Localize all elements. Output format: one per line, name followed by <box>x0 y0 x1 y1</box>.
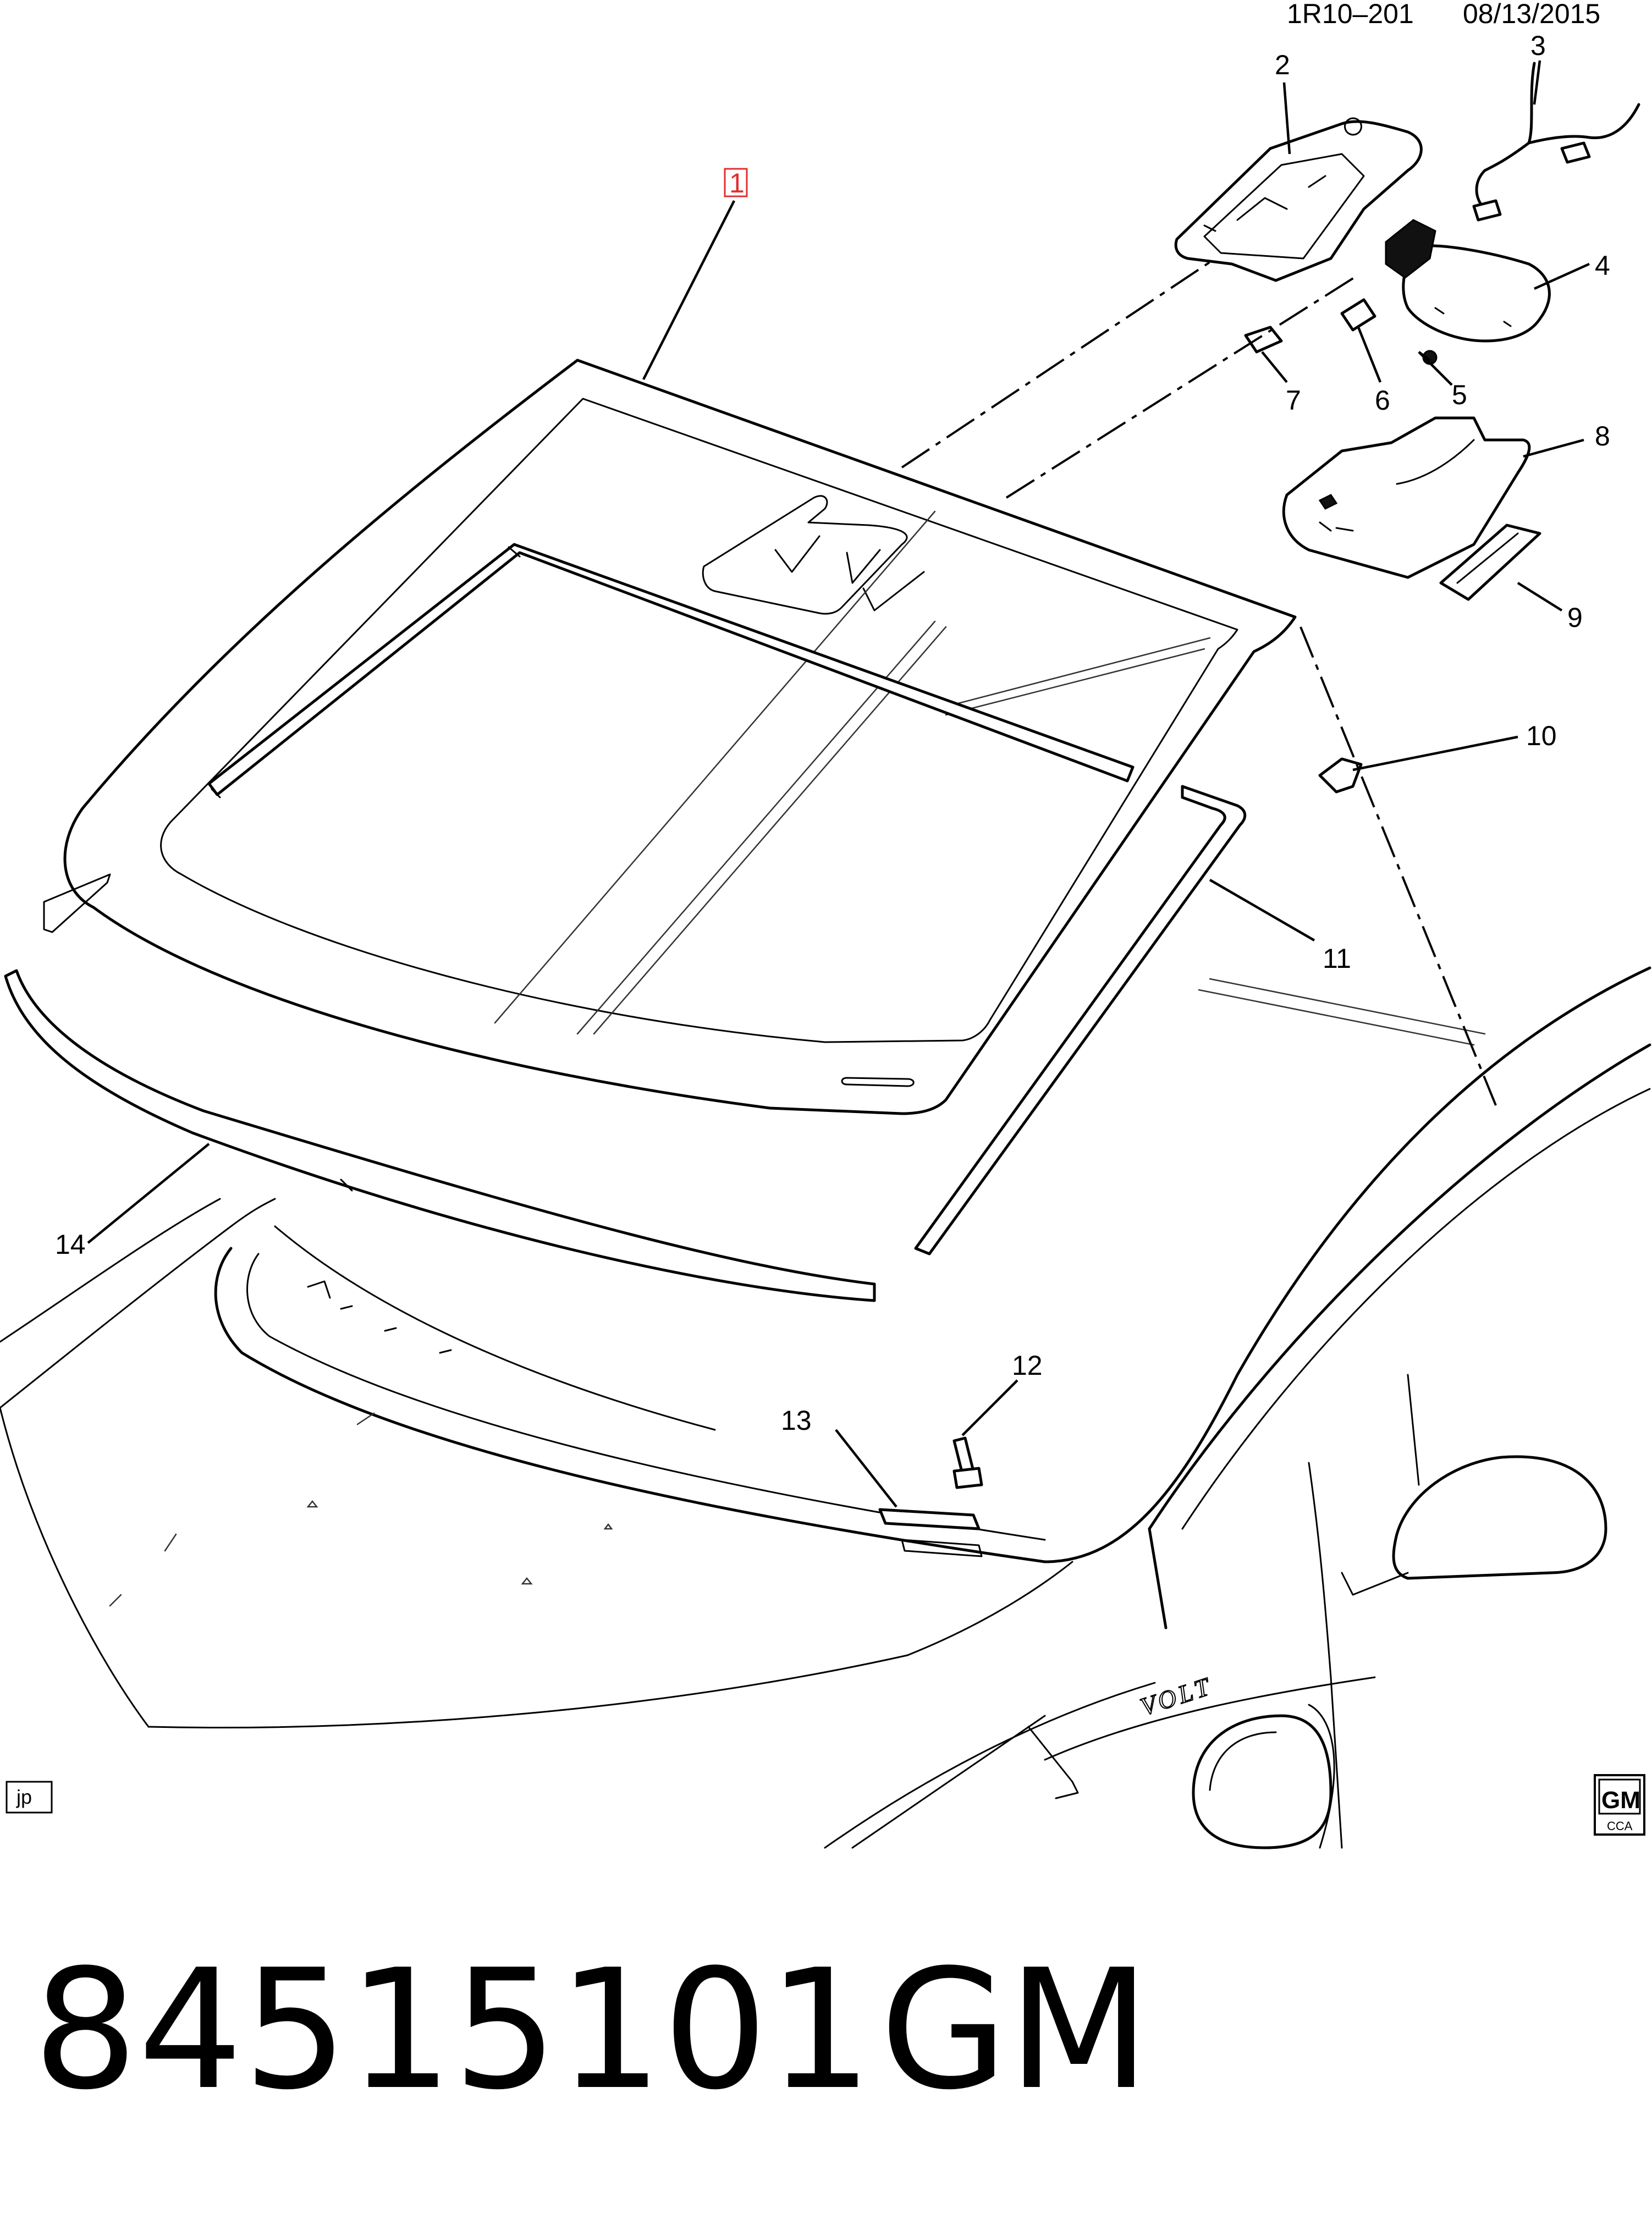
callout-9[interactable]: 9 <box>1567 602 1583 633</box>
callout-5[interactable]: 5 <box>1452 379 1467 410</box>
callout-10[interactable]: 10 <box>1526 720 1557 751</box>
callout-labels: 1 2 3 4 5 6 7 8 9 10 11 12 13 14 <box>55 30 1610 1436</box>
gm-logo: GM CCA <box>1594 1774 1645 1836</box>
callout-13[interactable]: 13 <box>781 1405 812 1436</box>
callout-1[interactable]: 1 <box>729 168 745 199</box>
side-molding[interactable] <box>914 785 1247 1255</box>
cowl-bracket-plate[interactable] <box>878 1508 983 1557</box>
callout-11[interactable]: 11 <box>1323 943 1351 974</box>
vehicle-body: VOLT <box>0 818 1651 1849</box>
callout-14[interactable]: 14 <box>55 1229 86 1260</box>
footer-part-number: 84515101 <box>33 1934 873 2126</box>
rearview-mirror[interactable] <box>1385 219 1551 343</box>
mirror-wiring-harness[interactable] <box>1472 62 1640 222</box>
footer-brand: GM <box>880 1934 1150 2126</box>
vehicle-badge-volt: VOLT <box>1137 1672 1215 1721</box>
gm-logo-text: GM <box>1601 1787 1640 1814</box>
callout-2[interactable]: 2 <box>1275 49 1290 80</box>
callout-4[interactable]: 4 <box>1595 250 1610 281</box>
gm-logo-sub: CCA <box>1607 1819 1633 1833</box>
upper-reveal-molding[interactable] <box>207 543 1135 798</box>
jp-badge-label: jp <box>16 1786 32 1808</box>
callout-6[interactable]: 6 <box>1375 385 1390 416</box>
retainer-clip[interactable] <box>1318 757 1363 794</box>
lower-molding[interactable] <box>4 873 876 1302</box>
bracket-retainer[interactable] <box>1244 326 1283 354</box>
diagram-code: 1R10–201 <box>1287 0 1414 29</box>
mirror-clip[interactable] <box>1340 298 1376 332</box>
cover-insert[interactable] <box>1439 524 1541 601</box>
callout-7[interactable]: 7 <box>1286 385 1301 416</box>
sensor-cover[interactable] <box>1282 416 1531 579</box>
callout-8[interactable]: 8 <box>1595 421 1610 451</box>
jp-badge: jp <box>5 1781 53 1814</box>
callout-1-box <box>724 168 748 197</box>
leader-lines <box>87 60 1590 1508</box>
alignment-lines <box>901 257 1497 1106</box>
wiper-bolt[interactable] <box>952 1436 983 1489</box>
windshield-glass[interactable] <box>63 359 1297 1115</box>
callout-12[interactable]: 12 <box>1012 1350 1043 1381</box>
diagram-date: 08/13/2015 <box>1463 0 1600 29</box>
mirror-mount-bracket[interactable] <box>1174 117 1423 282</box>
callout-3[interactable]: 3 <box>1530 30 1546 61</box>
